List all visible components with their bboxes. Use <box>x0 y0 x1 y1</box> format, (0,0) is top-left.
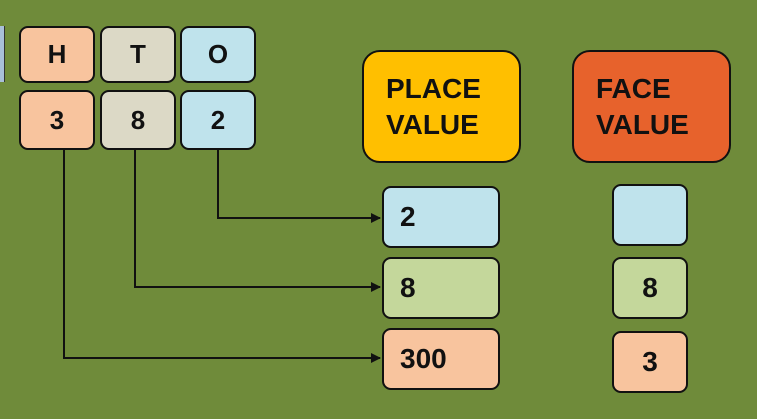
hundreds-header: H <box>19 26 95 83</box>
arrow-hundreds-to-place-value <box>63 150 381 363</box>
left-edge-strip <box>0 26 5 82</box>
arrow-tens-to-place-value <box>134 150 381 292</box>
place-value-header: PLACE VALUE <box>362 50 521 163</box>
ones-header: O <box>180 26 256 83</box>
face-value-header: FACE VALUE <box>572 50 731 163</box>
face-value-ones <box>612 184 688 246</box>
face-value-tens: 8 <box>612 257 688 319</box>
place-value-hundreds: 300 <box>382 328 500 390</box>
ones-digit: 2 <box>180 90 256 150</box>
tens-digit: 8 <box>100 90 176 150</box>
face-value-hundreds: 3 <box>612 331 688 393</box>
tens-header: T <box>100 26 176 83</box>
place-value-ones: 2 <box>382 186 500 248</box>
hundreds-digit: 3 <box>19 90 95 150</box>
arrow-ones-to-place-value <box>217 150 381 223</box>
place-value-tens: 8 <box>382 257 500 319</box>
